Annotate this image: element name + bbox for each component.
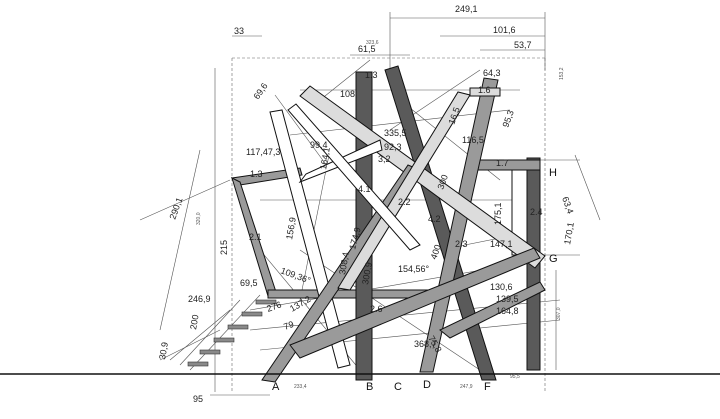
dimension-label: 64,3	[483, 68, 501, 78]
dimension-label: 139,5	[496, 294, 519, 304]
dimension-label: 290,1	[167, 196, 184, 221]
dimension-label: 33	[234, 26, 244, 36]
beams	[230, 65, 546, 383]
dimension-label: 4.2	[428, 214, 441, 224]
dimension-label: 1.3	[250, 169, 263, 179]
dimension-label: 2.6	[370, 304, 383, 314]
dimension-label: 99,4	[310, 140, 328, 150]
beam-diagonal-mid	[287, 103, 421, 251]
dimension-label: 300,9	[360, 261, 374, 285]
small-mark-label: 153,2	[559, 67, 565, 80]
point-label: A	[272, 381, 280, 393]
dimension-label: 170,1	[562, 221, 576, 245]
step	[255, 299, 277, 305]
small-mark-label: 323,6	[366, 40, 379, 46]
dimension-label: 164,8	[496, 306, 519, 316]
small-mark-label: 307,0	[556, 307, 562, 320]
beam-diagonal-left	[269, 109, 351, 369]
dimension-label: 116,5	[462, 135, 484, 145]
small-mark-label: 320,0	[196, 212, 202, 225]
small-marks: 323,6 153,2 320,0 307,0 233,4 247,9 95,5	[196, 40, 565, 390]
dimension-label: 101,6	[493, 25, 516, 35]
point-label: F	[484, 381, 491, 393]
dimension-label: 30,9	[157, 341, 170, 360]
dimension-label: 147,1	[490, 239, 513, 249]
dimension-label: 2.4	[530, 207, 543, 217]
stair-steps	[187, 299, 277, 367]
step	[213, 337, 235, 343]
dimension-label: 53,7	[514, 40, 532, 50]
dimension-label: 1.7	[496, 158, 509, 168]
dimension-label: 130,6	[490, 282, 513, 292]
beam-diagonal-right-low	[439, 281, 546, 339]
dimension-label: 79	[282, 319, 295, 332]
dimension-label: 200	[188, 314, 200, 331]
dimension-label: 249,1	[455, 4, 478, 14]
dimension-label: 215	[219, 240, 229, 255]
dimension-label: 276	[265, 299, 283, 314]
point-label: B	[366, 381, 373, 393]
step	[227, 324, 249, 330]
step	[187, 361, 209, 367]
point-label: H	[549, 167, 557, 179]
point-label: C	[394, 381, 402, 393]
step	[241, 311, 263, 317]
dimension-label: 4.1	[358, 184, 371, 194]
dimension-label: 95,3	[500, 109, 515, 129]
dimension-label: 2.1	[249, 232, 262, 242]
beam-diagonal-lower	[289, 247, 541, 359]
point-label: D	[423, 379, 431, 391]
dimension-label: 3,2	[378, 154, 391, 164]
beam-diagonal-long	[299, 85, 546, 269]
dimension-label: 63,4	[560, 195, 575, 215]
dimension-label: 108	[340, 89, 355, 99]
dimension-label: 92,3	[384, 142, 402, 152]
dimension-label: 117,47,3	[246, 147, 280, 157]
dimension-label: 400	[428, 243, 443, 261]
small-mark-label: 95,5	[510, 374, 520, 380]
dimension-label: 368,7	[414, 339, 437, 349]
step	[199, 349, 221, 355]
small-mark-label: 233,4	[294, 384, 307, 390]
dimension-label: 61,5	[358, 44, 376, 54]
dimension-label: 246,9	[188, 294, 211, 304]
small-mark-label: 247,9	[460, 384, 473, 390]
dimension-label: 1.3	[365, 70, 378, 80]
dimension-label: 2.3	[455, 239, 468, 249]
dimension-label: 308,4	[337, 251, 351, 275]
dimension-label: 1.6	[478, 85, 491, 95]
dimension-label: 156,9	[284, 216, 298, 240]
point-labels: H G A B C D F	[272, 167, 558, 393]
dimension-label: 300	[435, 173, 450, 191]
beam-top-short	[469, 87, 501, 97]
dimension-label: 109,36°	[279, 265, 312, 285]
dimension-label: 164,1	[318, 146, 332, 170]
dimension-label: 69,6	[251, 81, 269, 101]
dimension-label: 95	[193, 394, 203, 404]
dimension-label: 175,1	[493, 202, 503, 225]
dimension-label: 2.2	[398, 197, 411, 207]
point-label: G	[549, 253, 558, 265]
dimension-label: 154,56°	[398, 264, 430, 274]
dimension-label: 69,5	[240, 278, 258, 288]
dimension-label: 335,5	[384, 128, 407, 138]
